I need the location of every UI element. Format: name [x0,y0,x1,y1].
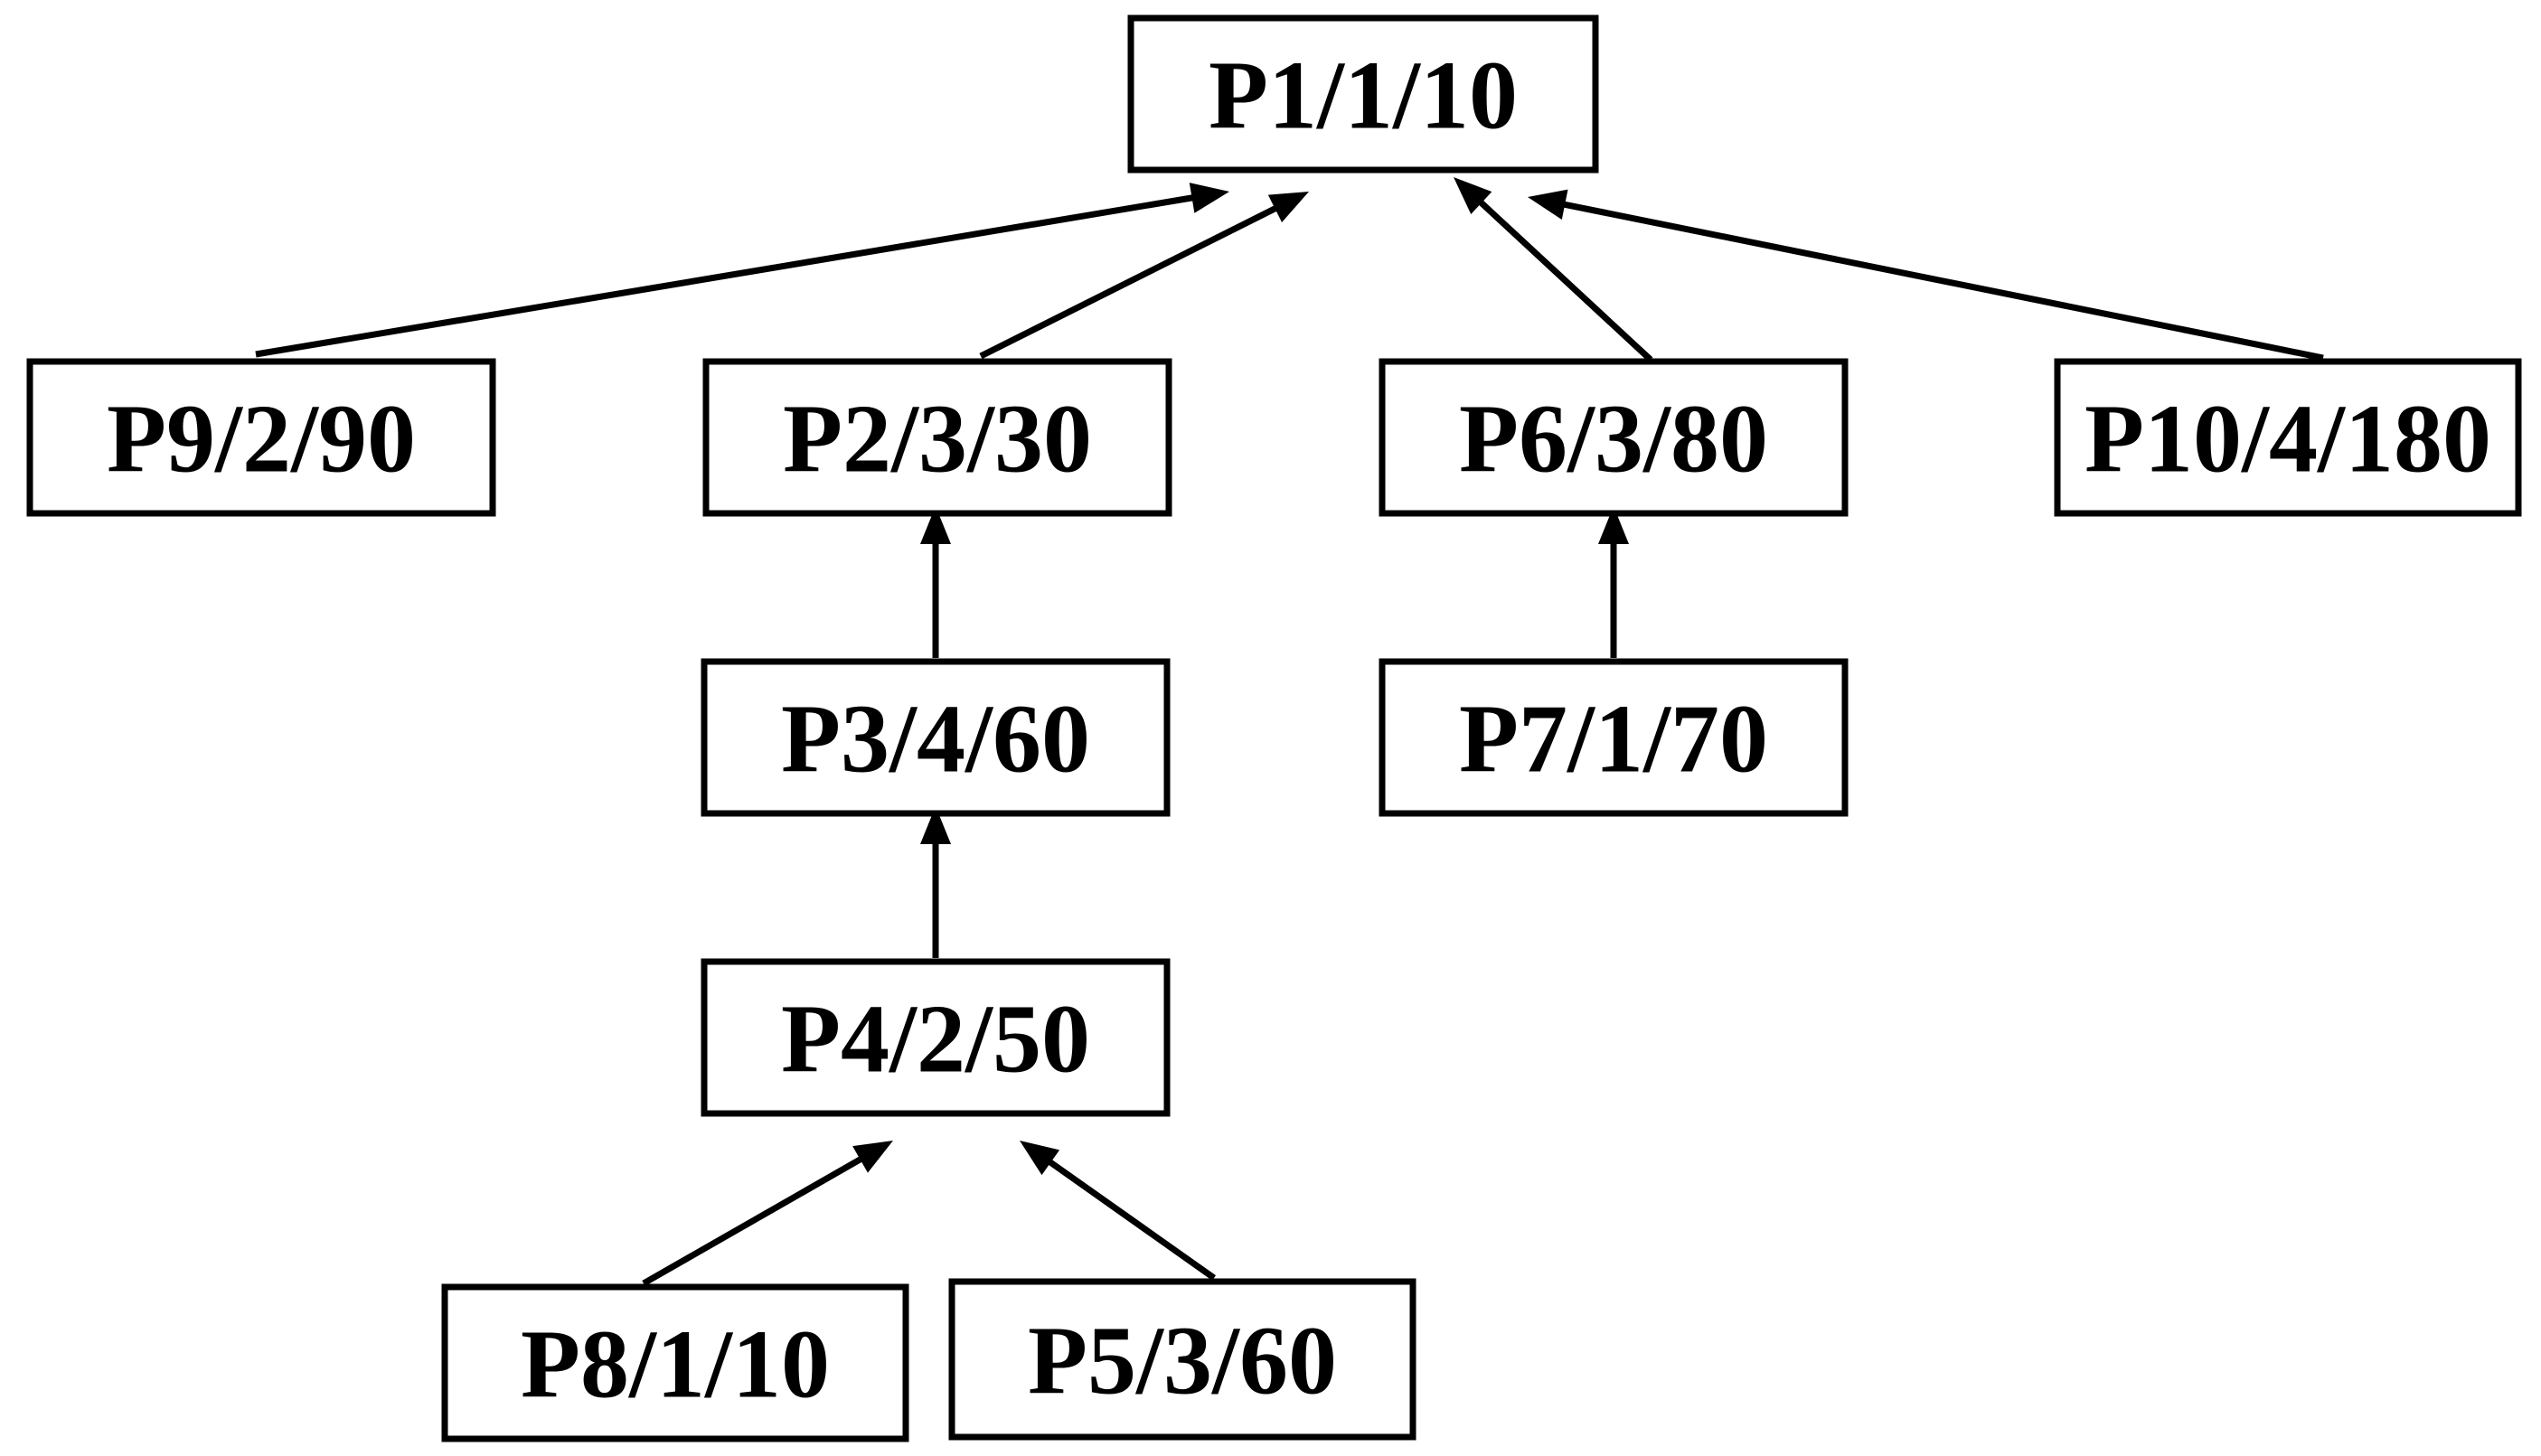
edge-p9-to-p1 [255,183,1229,358]
node-box [1379,358,1849,517]
node-p3: P3/4/60 [701,658,1171,817]
edge-p8-to-p4 [642,1141,893,1287]
arrowhead [920,506,951,544]
edge-line [1046,1158,1217,1281]
edge-line [642,1154,865,1287]
node-box [1379,658,1849,817]
edge-p5-to-p4 [1020,1141,1217,1281]
arrowhead [1189,183,1229,213]
node-label: P1/1/10 [1209,42,1518,150]
arrowhead [852,1141,893,1173]
node-p5: P5/3/60 [948,1278,1416,1441]
node-box [2054,358,2522,517]
node-p4: P4/2/50 [701,958,1171,1117]
edge-p6-to-p1 [1454,177,1653,362]
edge-line [979,203,1280,360]
node-p8: P8/1/10 [441,1283,909,1442]
node-p10: P10/4/180 [2054,358,2522,517]
edge-p2-to-p1 [979,192,1309,360]
edges-layer [255,177,2324,1287]
node-p9: P9/2/90 [26,358,496,517]
node-label: P2/3/30 [783,386,1092,493]
arrowhead [1020,1141,1060,1176]
node-box [702,358,1172,517]
node-box [701,658,1171,817]
node-label: P7/1/70 [1459,686,1768,794]
edge-p4-to-p3 [920,806,951,958]
node-p2: P2/3/30 [702,358,1172,517]
node-box [26,358,496,517]
edge-p3-to-p2 [920,506,951,658]
node-label: P5/3/60 [1028,1308,1337,1415]
node-label: P10/4/180 [2085,386,2491,493]
node-label: P3/4/60 [781,686,1090,794]
node-box [701,958,1171,1117]
node-p1: P1/1/10 [1127,14,1599,174]
node-box [441,1283,909,1442]
node-p6: P6/3/80 [1379,358,1849,517]
edge-line [1560,201,2324,362]
node-box [948,1278,1416,1441]
node-box [1127,14,1599,174]
arrowhead [1598,506,1629,544]
arrowhead [920,806,951,844]
edge-line [255,193,1197,358]
arrowhead [1267,192,1309,223]
arrowhead [1528,189,1568,220]
node-label: P8/1/10 [521,1311,830,1419]
edge-p10-to-p1 [1528,189,2324,362]
edge-p7-to-p6 [1598,506,1629,658]
node-label: P4/2/50 [781,986,1090,1094]
node-label: P6/3/80 [1459,386,1768,493]
node-label: P9/2/90 [107,386,416,493]
node-p7: P7/1/70 [1379,658,1849,817]
arrowhead [1454,177,1492,215]
edge-line [1476,198,1653,362]
